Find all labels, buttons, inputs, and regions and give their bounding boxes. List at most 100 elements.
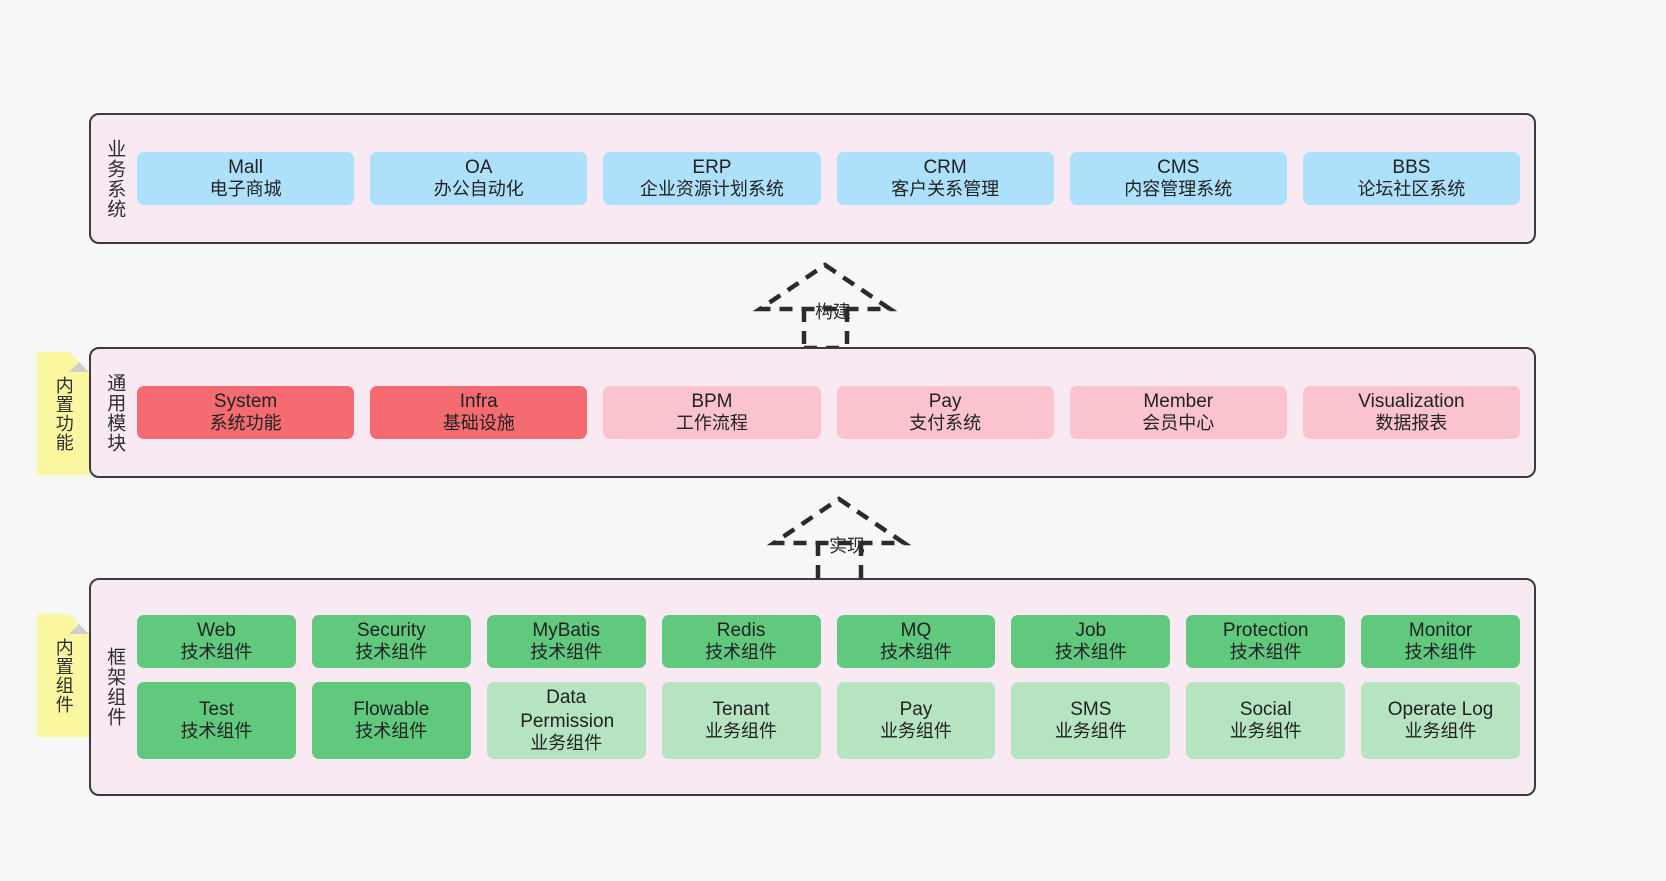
- node-subtitle: 业务组件: [1229, 721, 1302, 742]
- node-oa[interactable]: OA 办公自动化: [370, 151, 588, 206]
- node-title: OA: [465, 156, 493, 178]
- node-subtitle: 电子商城: [209, 179, 282, 200]
- node-operate-log[interactable]: Operate Log 业务组件: [1361, 682, 1520, 759]
- node-title: Web: [197, 620, 236, 642]
- layer-body-common-module: System 系统功能 Infra 基础设施 BPM 工作流程 Pay 支付系统…: [137, 349, 1534, 476]
- node-redis[interactable]: Redis 技术组件: [661, 615, 821, 669]
- node-visualization[interactable]: Visualization 数据报表: [1302, 385, 1521, 440]
- node-subtitle: 业务组件: [1054, 721, 1127, 742]
- row: Web 技术组件 Security 技术组件 MyBatis 技术组件 Redi…: [137, 615, 1520, 669]
- row: Test 技术组件 Flowable 技术组件 Data Permission …: [137, 682, 1520, 759]
- node-subtitle: 技术组件: [180, 721, 253, 742]
- node-subtitle: 内容管理系统: [1124, 179, 1233, 200]
- connector-implement: 实现: [766, 496, 921, 585]
- node-title: Mall: [228, 156, 263, 178]
- node-subtitle: 会员中心: [1142, 413, 1215, 434]
- node-subtitle: 基础设施: [442, 413, 515, 434]
- node-subtitle: 支付系统: [909, 413, 982, 434]
- node-title: BBS: [1392, 156, 1431, 178]
- node-title: System: [213, 390, 278, 412]
- node-title: Protection: [1222, 620, 1309, 642]
- node-title: CRM: [923, 156, 967, 178]
- node-system[interactable]: System 系统功能: [137, 385, 355, 440]
- node-erp[interactable]: ERP 企业资源计划系统: [603, 151, 821, 206]
- note-label: 内置功能: [53, 375, 74, 452]
- node-title: BPM: [691, 390, 733, 412]
- node-subtitle: 技术组件: [530, 642, 603, 663]
- node-mq[interactable]: MQ 技术组件: [836, 615, 996, 669]
- node-mall[interactable]: Mall 电子商城: [137, 151, 355, 206]
- connector-implement-label: 实现: [829, 536, 865, 556]
- node-mybatis[interactable]: MyBatis 技术组件: [486, 615, 646, 669]
- node-test[interactable]: Test 技术组件: [137, 682, 296, 759]
- node-subtitle: 技术组件: [879, 642, 952, 663]
- node-subtitle: 工作流程: [675, 413, 748, 434]
- node-title: Infra: [459, 390, 498, 412]
- note-fold-corner-icon: [69, 352, 89, 372]
- node-title: Tenant: [712, 698, 770, 720]
- note-label: 内置组件: [53, 637, 74, 714]
- connector-build-label: 构建: [815, 302, 851, 322]
- layer-body-framework-component: Web 技术组件 Security 技术组件 MyBatis 技术组件 Redi…: [137, 580, 1534, 794]
- node-title: Flowable: [353, 698, 430, 720]
- node-subtitle: 技术组件: [1404, 642, 1477, 663]
- layer-framework-component[interactable]: 框架组件 Web 技术组件 Security 技术组件 MyBatis 技术组件…: [89, 578, 1536, 796]
- node-pay-component[interactable]: Pay 业务组件: [836, 682, 996, 759]
- node-member[interactable]: Member 会员中心: [1069, 385, 1287, 440]
- layer-common-module[interactable]: 通用模块 System 系统功能 Infra 基础设施 BPM 工作流程 Pay…: [89, 347, 1536, 478]
- node-title: Monitor: [1408, 620, 1473, 642]
- node-subtitle: 企业资源计划系统: [639, 179, 784, 200]
- node-protection[interactable]: Protection 技术组件: [1186, 615, 1346, 669]
- node-crm[interactable]: CRM 客户关系管理: [836, 151, 1054, 206]
- node-tenant[interactable]: Tenant 业务组件: [661, 682, 821, 759]
- node-subtitle: 数据报表: [1375, 413, 1448, 434]
- node-subtitle: 客户关系管理: [891, 179, 1000, 200]
- node-title: Social: [1239, 698, 1292, 720]
- node-security[interactable]: Security 技术组件: [311, 615, 471, 669]
- node-title: Test: [199, 698, 234, 720]
- node-subtitle: 技术组件: [355, 642, 428, 663]
- node-bpm[interactable]: BPM 工作流程: [603, 385, 821, 440]
- node-subtitle: 业务组件: [530, 732, 603, 753]
- node-subtitle: 论坛社区系统: [1357, 179, 1466, 200]
- node-title: Redis: [716, 620, 766, 642]
- node-web[interactable]: Web 技术组件: [137, 615, 296, 669]
- node-flowable[interactable]: Flowable 技术组件: [311, 682, 471, 759]
- node-sms[interactable]: SMS 业务组件: [1011, 682, 1171, 759]
- layer-business-system[interactable]: 业务系统 Mall 电子商城 OA 办公自动化 ERP 企业资源计划系统 CRM…: [89, 113, 1536, 244]
- row: Mall 电子商城 OA 办公自动化 ERP 企业资源计划系统 CRM 客户关系…: [137, 151, 1521, 206]
- node-title: Pay: [928, 390, 962, 412]
- node-social[interactable]: Social 业务组件: [1186, 682, 1346, 759]
- node-subtitle: 技术组件: [180, 642, 253, 663]
- node-subtitle: 技术组件: [1054, 642, 1127, 663]
- node-job[interactable]: Job 技术组件: [1011, 615, 1171, 669]
- node-title: CMS: [1157, 156, 1200, 178]
- node-title: MyBatis: [532, 620, 600, 642]
- node-monitor[interactable]: Monitor 技术组件: [1361, 615, 1520, 669]
- node-title: Security: [356, 620, 426, 642]
- node-bbs[interactable]: BBS 论坛社区系统: [1302, 151, 1521, 206]
- note-fold-corner-icon: [69, 614, 89, 634]
- node-pay[interactable]: Pay 支付系统: [836, 385, 1054, 440]
- node-infra[interactable]: Infra 基础设施: [370, 385, 588, 440]
- node-data-permission[interactable]: Data Permission 业务组件: [486, 682, 646, 759]
- node-title: Data Permission: [520, 687, 615, 732]
- node-title: SMS: [1070, 698, 1112, 720]
- node-title: Job: [1075, 620, 1107, 642]
- node-cms[interactable]: CMS 内容管理系统: [1069, 151, 1287, 206]
- node-title: Pay: [899, 698, 933, 720]
- node-subtitle: 业务组件: [879, 721, 952, 742]
- layer-title-framework-component: 框架组件: [104, 647, 126, 727]
- node-title: MQ: [900, 620, 932, 642]
- node-title: Operate Log: [1387, 698, 1494, 720]
- node-subtitle: 业务组件: [705, 721, 778, 742]
- connector-build: 构建: [752, 262, 907, 351]
- node-subtitle: 业务组件: [1404, 721, 1477, 742]
- node-title: Member: [1143, 390, 1214, 412]
- layer-title-business-system: 业务系统: [104, 138, 126, 219]
- note-builtin-function[interactable]: 内置功能: [37, 352, 89, 475]
- node-subtitle: 技术组件: [1229, 642, 1302, 663]
- node-subtitle: 技术组件: [355, 721, 428, 742]
- note-builtin-component[interactable]: 内置组件: [37, 614, 89, 737]
